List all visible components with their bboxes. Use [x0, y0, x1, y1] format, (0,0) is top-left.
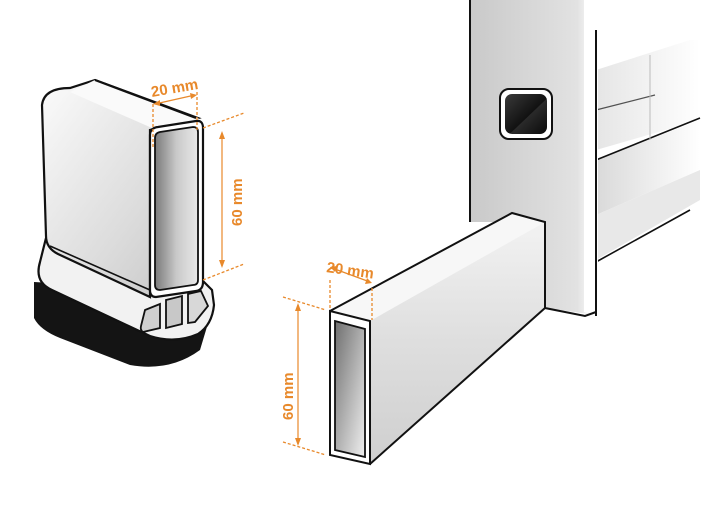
tube-dimensions [282, 266, 373, 456]
end-cap [34, 78, 216, 367]
background-rails [595, 40, 701, 263]
cap-height-label: 60 mm [229, 178, 246, 226]
tube-height-label: 60 mm [280, 372, 297, 420]
cap-dimensions [152, 92, 245, 281]
tube-width-label: 20 mm [325, 259, 374, 282]
fence-post-assembly [469, 0, 701, 318]
vent-slots [139, 289, 210, 333]
rectangular-tube [329, 211, 546, 466]
square-button-icon [499, 88, 553, 140]
post [469, 0, 598, 318]
